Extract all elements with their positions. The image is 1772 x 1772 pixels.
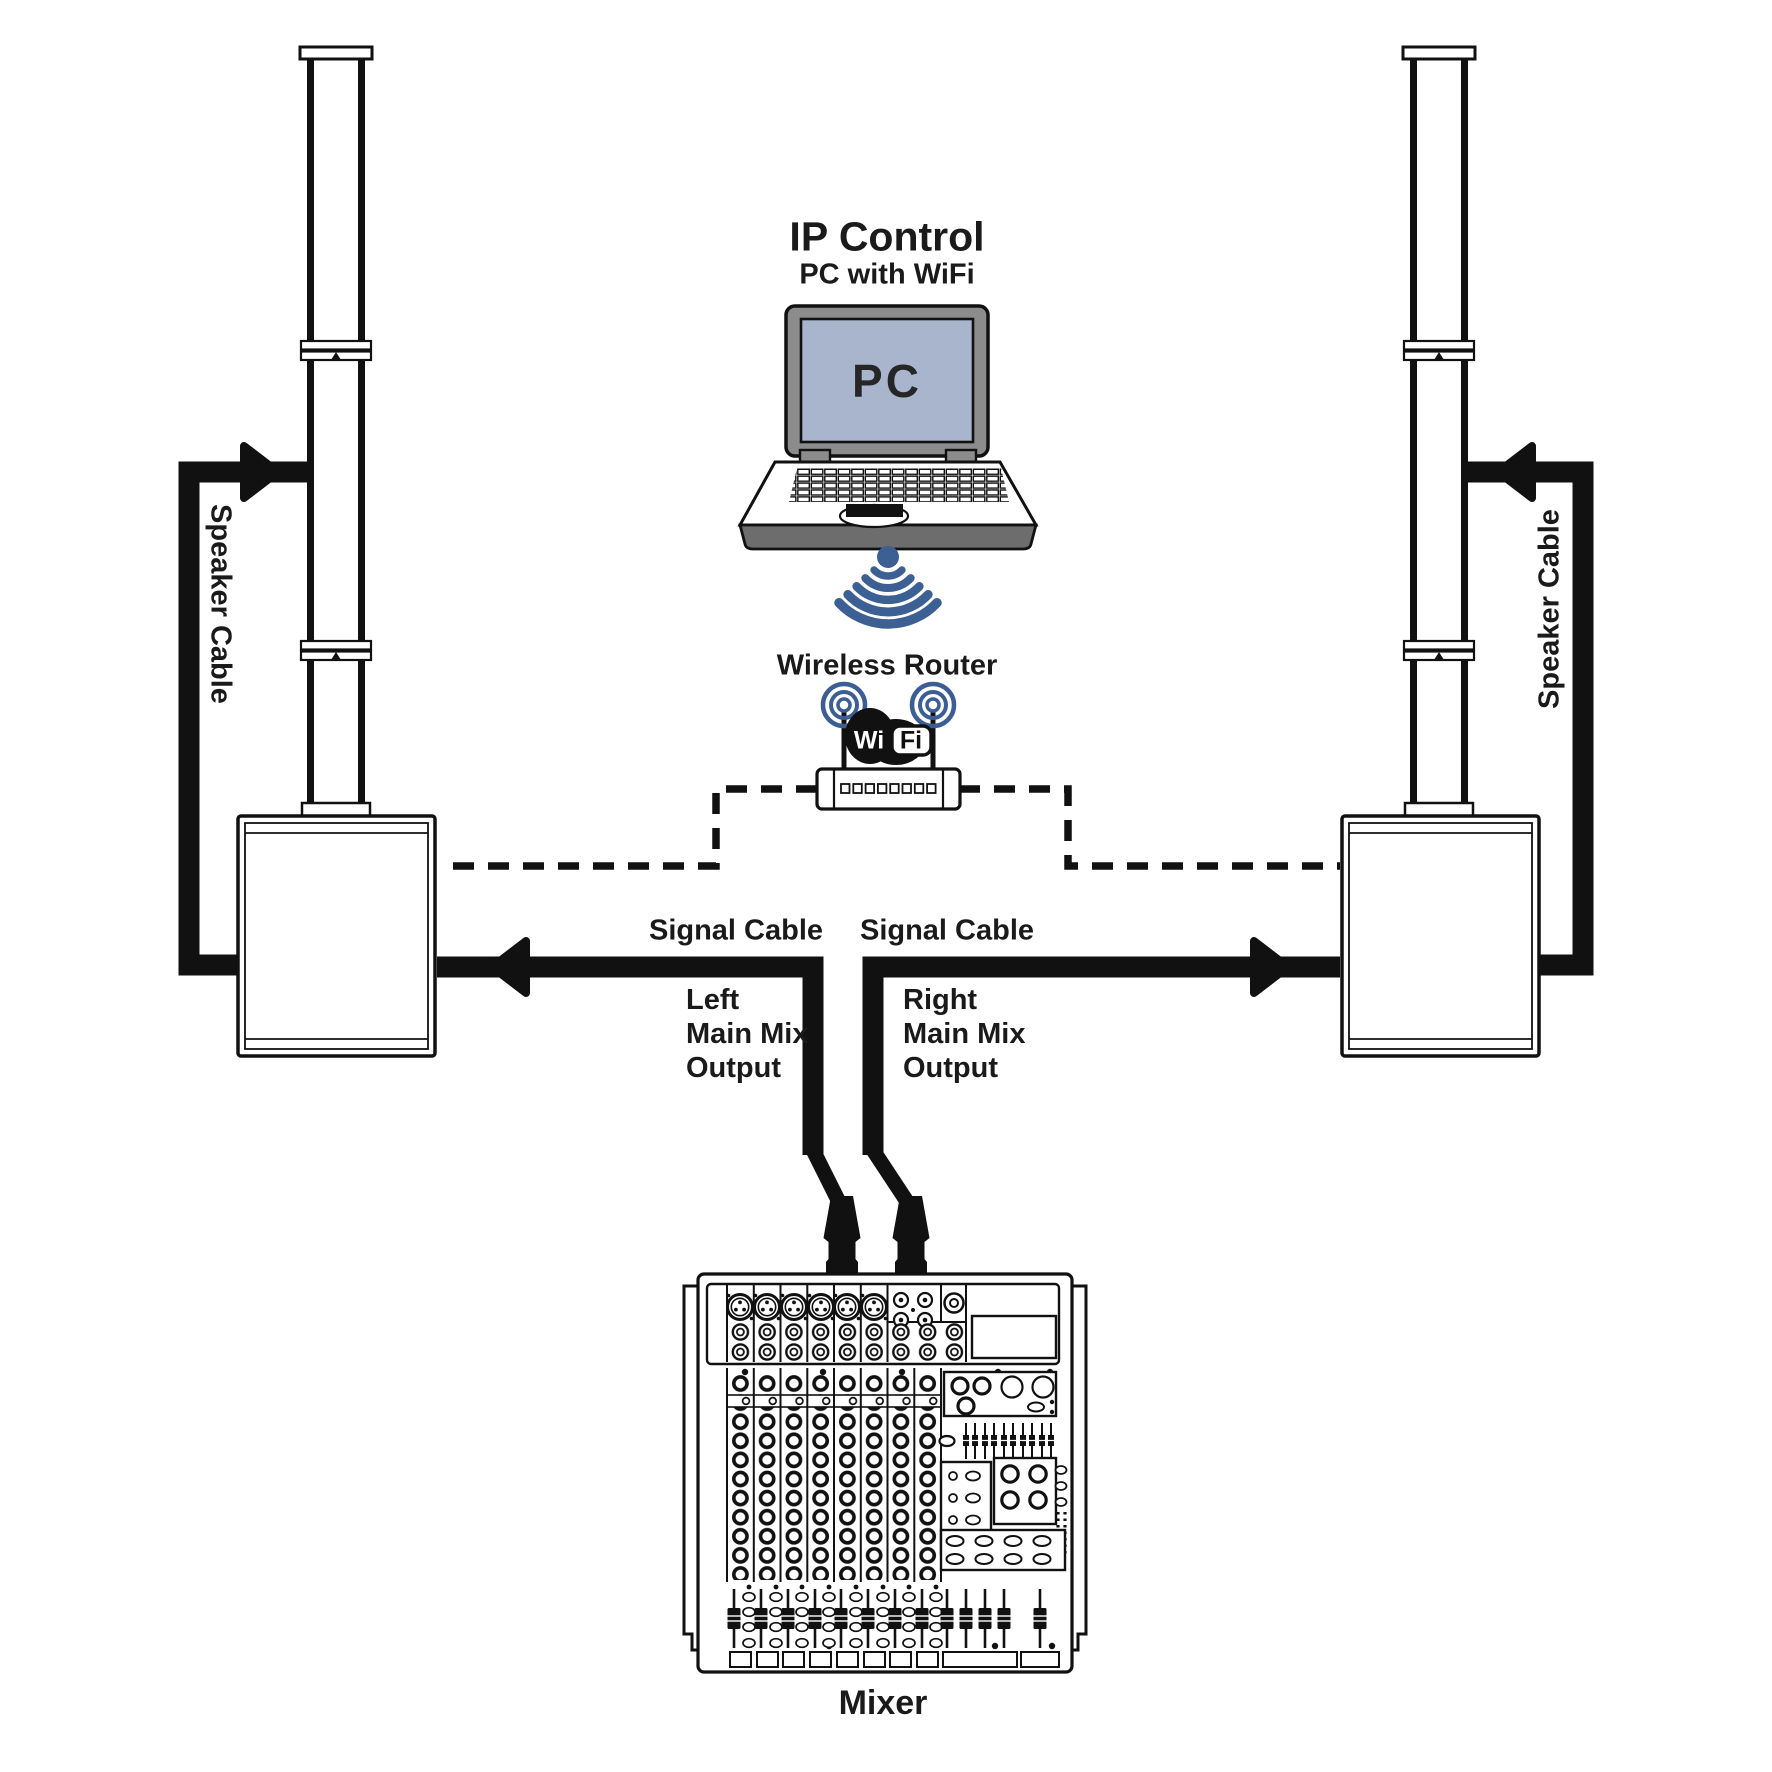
master-section xyxy=(938,1370,1068,1572)
speaker-cable-left-label: Speaker Cable xyxy=(204,504,237,704)
arrowhead-left xyxy=(1494,442,1536,502)
laptop-hinge xyxy=(944,448,978,464)
signal-cable-right-label: Signal Cable xyxy=(859,914,1035,947)
control-connection-right xyxy=(959,785,1340,870)
mixer-display xyxy=(970,1314,1058,1360)
right-output-line3: Output xyxy=(903,1052,999,1084)
phones-output xyxy=(943,1292,965,1314)
jack-inputs xyxy=(727,1322,968,1362)
laptop-screen xyxy=(799,317,975,444)
speaker-cable-left xyxy=(178,442,309,976)
left-output-label: Left Main Mix Output xyxy=(686,983,808,1085)
right-output-label: Right Main Mix Output xyxy=(903,983,1025,1085)
wifi-logo-fi: Fi xyxy=(899,726,923,755)
signal-cable-left-label: Signal Cable xyxy=(648,914,824,947)
column-joint xyxy=(299,339,373,362)
column-base-plate xyxy=(300,801,372,818)
control-connection-left xyxy=(439,785,817,870)
wireless-router-label: Wireless Router xyxy=(776,649,998,682)
signal-cable-right xyxy=(862,937,1340,1284)
right-subwoofer xyxy=(1340,814,1541,1058)
pc-subtitle: PC with WiFi xyxy=(799,258,975,291)
arrowhead-left xyxy=(488,937,530,997)
right-output-line1: Right xyxy=(903,984,978,1016)
wireless-router xyxy=(815,681,962,811)
column-base-plate xyxy=(1403,801,1475,818)
left-output-line3: Output xyxy=(686,1052,782,1084)
rca-inputs xyxy=(892,1291,934,1329)
column-joint xyxy=(299,639,373,662)
wifi-logo-wi: Wi xyxy=(853,726,885,755)
column-joint xyxy=(1402,339,1476,362)
signal-cable-left xyxy=(437,937,861,1284)
column-top-cap xyxy=(1401,45,1477,61)
mixer-label: Mixer xyxy=(838,1684,928,1722)
wifi-logo-icon xyxy=(845,708,933,765)
laptop-keyboard xyxy=(789,468,1009,502)
column-top-cap xyxy=(298,45,374,61)
xlr-plug-left xyxy=(823,1196,861,1284)
left-output-line2: Main Mix xyxy=(686,1018,809,1050)
router-ports xyxy=(840,783,937,794)
arrowhead-right xyxy=(1250,937,1292,997)
laptop-front-edge xyxy=(738,523,1038,551)
speaker-cable-right-label: Speaker Cable xyxy=(1533,509,1566,709)
right-output-line2: Main Mix xyxy=(903,1018,1026,1050)
speaker-cable-right xyxy=(1466,442,1594,976)
mixer xyxy=(682,1272,1088,1674)
laptop xyxy=(737,304,1039,551)
router-body xyxy=(815,767,962,811)
pc-screen-label: PC xyxy=(852,355,922,407)
router-antenna-left-icon xyxy=(820,681,868,729)
router-antenna-right-icon xyxy=(909,681,957,729)
left-output-line1: Left xyxy=(686,984,740,1016)
left-speaker-system xyxy=(236,45,437,1058)
xlr-plug-right xyxy=(892,1196,930,1284)
left-subwoofer xyxy=(236,814,437,1058)
laptop-trackpad xyxy=(846,504,903,517)
column-joint xyxy=(1402,639,1476,662)
label-strips xyxy=(729,1651,1060,1668)
laptop-hinge xyxy=(798,448,832,464)
pc-title: IP Control xyxy=(789,213,985,260)
right-speaker-system xyxy=(1340,45,1541,1058)
arrowhead-right xyxy=(240,442,282,502)
wifi-signal-icon xyxy=(834,546,942,629)
